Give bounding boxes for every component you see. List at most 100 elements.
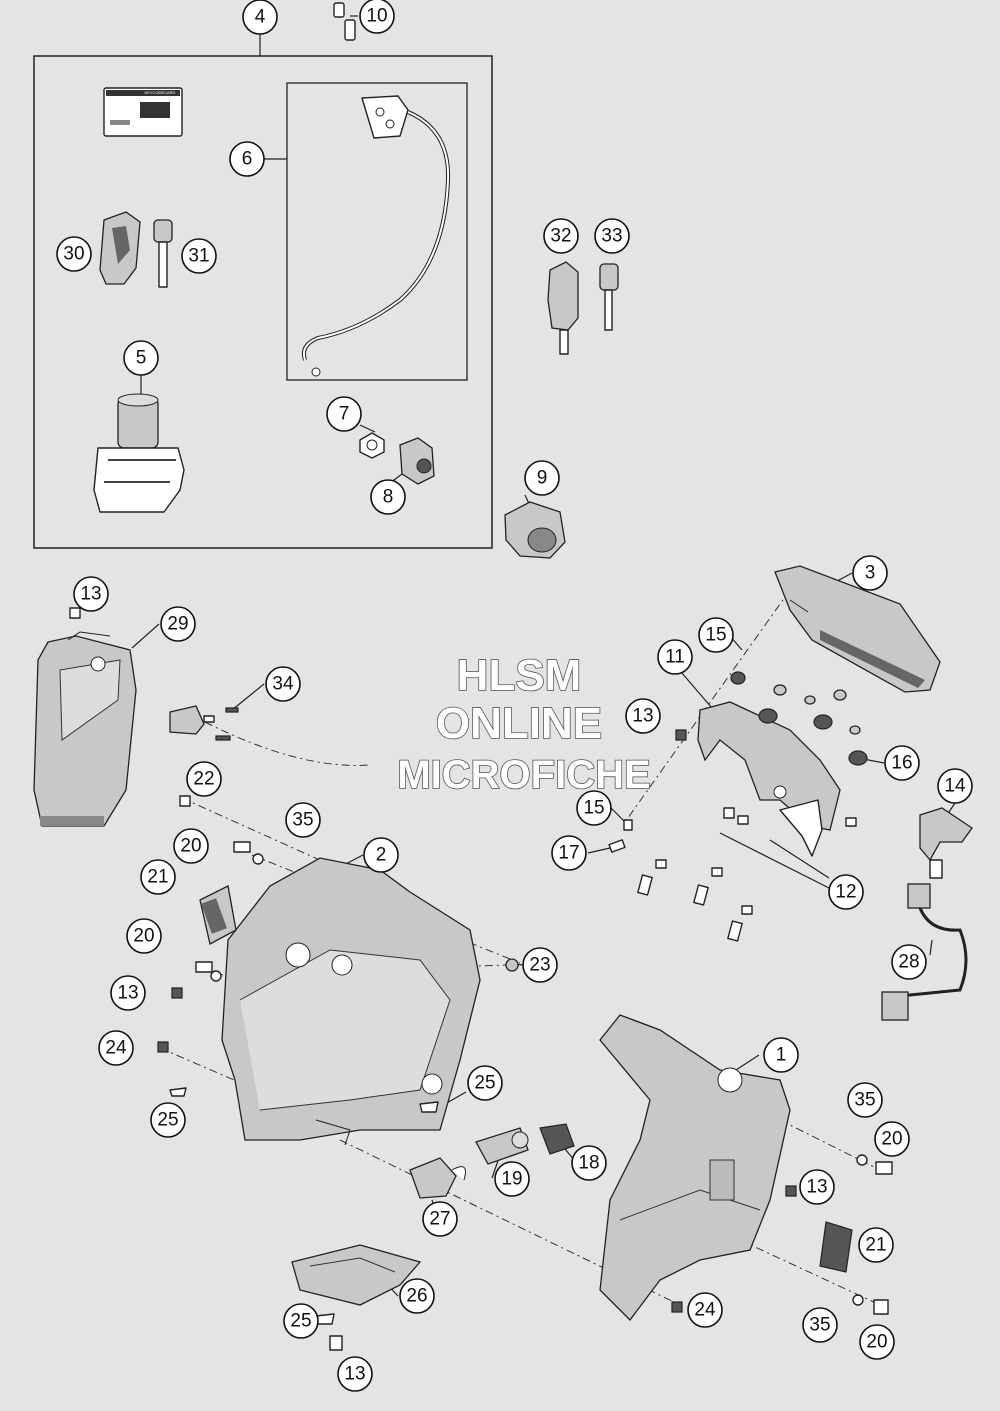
svg-text:33: 33 <box>601 226 622 247</box>
callout-20-left: 20 <box>126 918 162 954</box>
svg-text:25: 25 <box>157 1110 178 1131</box>
svg-text:6: 6 <box>242 149 253 170</box>
callout-12: 12 <box>828 874 864 910</box>
right-fairing-part-1 <box>599 1014 791 1321</box>
key-fob-30 <box>99 211 141 285</box>
lock-housing-part-9 <box>504 501 566 559</box>
callout-29: 29 <box>160 606 196 642</box>
grommets-part-16 <box>730 671 868 766</box>
callout-24-right: 24 <box>687 1292 723 1328</box>
callout-6: 6 <box>229 141 265 177</box>
callout-27: 27 <box>422 1201 458 1237</box>
left-fasteners <box>157 795 519 1097</box>
callout-23: 23 <box>522 947 558 983</box>
screws-part-12 <box>637 807 857 942</box>
svg-text:13: 13 <box>344 1364 365 1385</box>
svg-text:3: 3 <box>865 563 876 584</box>
callout-26: 26 <box>399 1278 435 1314</box>
svg-text:35: 35 <box>809 1315 830 1336</box>
callout-25-center: 25 <box>467 1065 503 1101</box>
svg-text:13: 13 <box>80 584 101 605</box>
callout-3: 3 <box>852 555 888 591</box>
callout-13-bracket: 13 <box>625 698 661 734</box>
callout-8: 8 <box>370 479 406 515</box>
svg-text:13: 13 <box>806 1177 827 1198</box>
svg-text:10: 10 <box>366 6 387 27</box>
svg-text:32: 32 <box>550 226 571 247</box>
dashboard-part-3 <box>774 565 941 693</box>
svg-text:25: 25 <box>290 1311 311 1332</box>
svg-text:7: 7 <box>339 404 350 425</box>
card-logo-text: KEYCODECARD <box>145 90 176 95</box>
svg-text:8: 8 <box>383 487 394 508</box>
watermark-line-2: ONLINE <box>436 699 602 748</box>
svg-text:25: 25 <box>474 1073 495 1094</box>
callout-18: 18 <box>571 1145 607 1181</box>
callout-24-left: 24 <box>98 1030 134 1066</box>
callout-13-right: 13 <box>799 1169 835 1205</box>
nut-part-7 <box>359 432 385 459</box>
switch-part-19 <box>475 1127 529 1165</box>
sensor-part-14 <box>919 807 973 879</box>
svg-text:13: 13 <box>632 706 653 727</box>
callout-30: 30 <box>56 236 92 272</box>
svg-text:34: 34 <box>272 674 294 695</box>
watermark: HLSM ONLINE MICROFICHE <box>397 650 652 798</box>
cover-part-21-right <box>819 1221 853 1273</box>
cable-part-6 <box>301 95 451 377</box>
svg-text:2: 2 <box>376 845 387 866</box>
callout-22: 22 <box>186 761 222 797</box>
svg-text:20: 20 <box>866 1332 887 1353</box>
callout-17: 17 <box>551 835 587 871</box>
switch-cap-part-18 <box>539 1123 575 1155</box>
svg-text:35: 35 <box>854 1090 875 1111</box>
svg-text:24: 24 <box>694 1300 716 1321</box>
callout-35-right-bottom: 35 <box>802 1307 838 1343</box>
svg-text:12: 12 <box>835 882 856 903</box>
ignition-lock-part-5 <box>93 393 185 513</box>
svg-text:15: 15 <box>705 625 726 646</box>
small-fasteners <box>69 607 687 853</box>
svg-text:20: 20 <box>881 1129 902 1150</box>
svg-text:26: 26 <box>406 1286 427 1307</box>
svg-text:5: 5 <box>136 348 147 369</box>
svg-text:20: 20 <box>133 926 154 947</box>
key-fob-32 <box>547 261 579 355</box>
callout-13-left: 13 <box>110 975 146 1011</box>
svg-text:4: 4 <box>255 7 266 28</box>
svg-text:18: 18 <box>578 1153 599 1174</box>
callout-20-right-top: 20 <box>874 1121 910 1157</box>
cable-part-28 <box>881 883 968 1021</box>
callout-14: 14 <box>937 768 973 804</box>
lock-cylinder-part-8 <box>399 437 435 485</box>
svg-text:16: 16 <box>891 753 912 774</box>
key-31 <box>153 219 173 288</box>
right-fasteners <box>671 1154 893 1315</box>
callout-7: 7 <box>326 396 362 432</box>
callout-9: 9 <box>524 460 560 496</box>
svg-text:29: 29 <box>167 614 188 635</box>
svg-text:15: 15 <box>583 798 604 819</box>
leader-lines <box>131 15 956 1297</box>
svg-text:17: 17 <box>558 843 579 864</box>
svg-text:14: 14 <box>944 776 966 797</box>
callout-34: 34 <box>265 666 301 702</box>
watermark-line-1: HLSM <box>457 651 582 700</box>
callout-21-left: 21 <box>140 859 176 895</box>
kit-box-4 <box>33 55 493 549</box>
callout-15-top: 15 <box>698 617 734 653</box>
svg-text:20: 20 <box>180 836 201 857</box>
svg-text:9: 9 <box>537 468 548 489</box>
callout-25-left: 25 <box>150 1102 186 1138</box>
callout-11: 11 <box>657 639 693 675</box>
svg-text:35: 35 <box>292 810 313 831</box>
callout-31: 31 <box>181 238 217 274</box>
bolt-part-10 <box>333 2 356 41</box>
connector-part-34 <box>169 705 239 741</box>
callout-13-top: 13 <box>73 576 109 612</box>
callout-16: 16 <box>884 745 920 781</box>
callout-35-left: 35 <box>285 802 321 838</box>
key-33 <box>599 263 619 331</box>
callout-1: 1 <box>763 1037 799 1073</box>
